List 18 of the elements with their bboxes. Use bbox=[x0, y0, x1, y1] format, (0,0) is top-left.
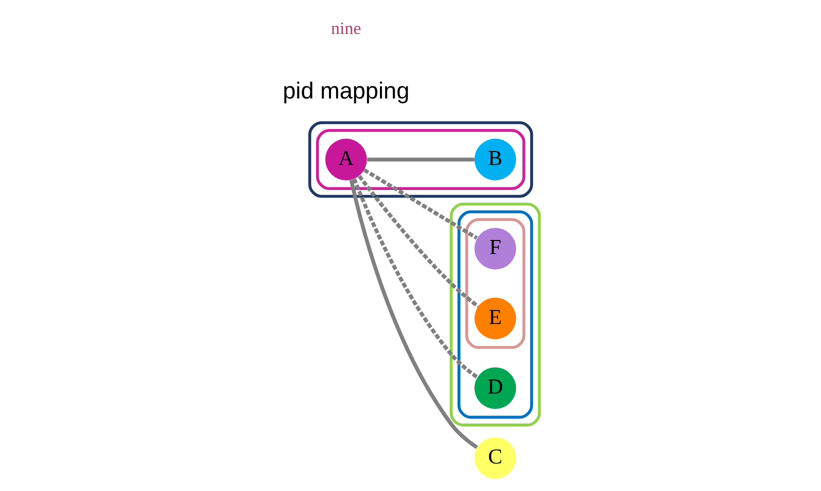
connector bbox=[352, 178, 478, 379]
connector bbox=[349, 179, 478, 450]
cluster bbox=[450, 202, 541, 426]
connector bbox=[367, 158, 474, 162]
cluster bbox=[316, 128, 526, 190]
node-circle: A bbox=[325, 138, 367, 180]
connector bbox=[363, 168, 478, 240]
label: nine bbox=[331, 18, 362, 38]
connector bbox=[358, 174, 480, 308]
label: pid mapping bbox=[282, 78, 410, 104]
node-circle: E bbox=[474, 298, 516, 340]
node-circle: B bbox=[474, 138, 516, 180]
cluster bbox=[308, 121, 534, 198]
node-circle: C bbox=[474, 437, 516, 479]
cluster bbox=[458, 210, 534, 419]
node-circle: D bbox=[474, 367, 516, 410]
node-circle: F bbox=[474, 228, 516, 270]
cluster bbox=[465, 218, 526, 349]
